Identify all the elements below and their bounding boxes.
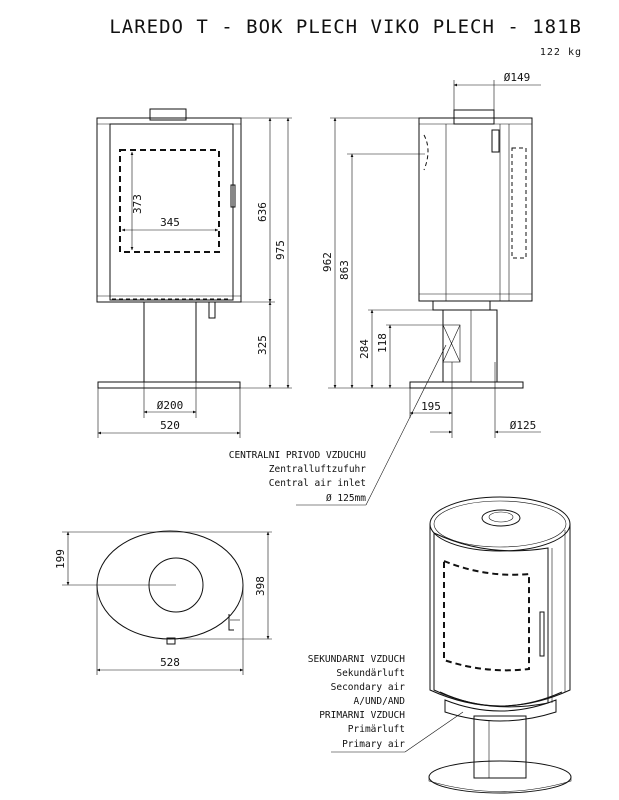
- side-flue-collar: [453, 109, 495, 125]
- stove-3d-window: [443, 559, 530, 672]
- air-label-6: Primärluft: [348, 724, 405, 735]
- front-glass-window: [119, 149, 220, 253]
- dim-air-inlet-small: 118: [376, 333, 389, 353]
- side-body: [418, 117, 533, 302]
- dim-air-inlet-offset: 195: [421, 400, 441, 413]
- perspective-view: [331, 496, 572, 794]
- central-air-label: CENTRALNI PRIVOD VZDUCHU Zentralluftzufu…: [229, 450, 367, 504]
- air-label-7: Primary air: [342, 739, 405, 750]
- stove-3d-base: [428, 760, 572, 794]
- front-ash-knob: [208, 301, 216, 319]
- stove-3d-pedestal: [473, 715, 527, 779]
- dim-top-depth-small: 199: [54, 549, 67, 569]
- front-view: 373 345 636 325 975 Ø200 520: [96, 108, 292, 438]
- stove-3d-door: [433, 532, 549, 708]
- stove-3d-top: [429, 496, 571, 552]
- front-flue-collar: [149, 108, 187, 121]
- central-air-en: Central air inlet: [269, 478, 366, 489]
- air-label-5: PRIMARNI VZDUCH: [319, 710, 405, 721]
- central-air-de: Zentralluftzufuhr: [269, 464, 367, 475]
- front-base-plate: [97, 381, 241, 389]
- dim-top-depth: 398: [254, 576, 267, 596]
- side-door-handle: [491, 129, 500, 153]
- air-label-2: Sekundärluft: [336, 668, 405, 679]
- side-pedestal: [442, 309, 498, 383]
- side-window: [511, 147, 527, 259]
- dim-flue-height: 962: [321, 252, 334, 272]
- side-view: Ø149 962 863 284 118 195: [296, 71, 541, 506]
- dim-base-width: 520: [160, 419, 180, 432]
- dim-flue-diameter: Ø149: [504, 71, 531, 84]
- central-air-cz: CENTRALNI PRIVOD VZDUCHU: [229, 450, 367, 461]
- dim-window-width: 345: [160, 216, 180, 229]
- dim-air-inlet-height: 284: [358, 339, 371, 359]
- air-label-1: SEKUNDARNI VZDUCH: [308, 654, 406, 665]
- air-label-3: Secondary air: [331, 682, 406, 693]
- dim-body-height: 636: [256, 202, 269, 222]
- front-pedestal: [143, 301, 197, 383]
- dim-pedestal-diameter: Ø200: [157, 399, 184, 412]
- side-bottom-plate: [432, 300, 491, 311]
- dim-window-height: 373: [131, 194, 144, 214]
- air-label: SEKUNDARNI VZDUCH Sekundärluft Secondary…: [308, 654, 406, 750]
- stove-3d-bottom-plate: [444, 699, 557, 722]
- side-base-plate: [409, 381, 524, 389]
- central-air-dia: Ø 125mm: [326, 493, 366, 504]
- dim-total-height: 975: [274, 240, 287, 260]
- dim-top-width: 528: [160, 656, 180, 669]
- air-label-4: A/UND/AND: [354, 696, 406, 707]
- dim-pedestal-height: 325: [256, 335, 269, 355]
- top-view: 199 398 528: [54, 530, 272, 675]
- top-ash-knob: [166, 637, 176, 645]
- stove-3d-flue: [481, 509, 521, 527]
- stove-3d-handle: [539, 611, 545, 657]
- front-body: [96, 117, 242, 303]
- dim-air-inlet-diameter: Ø125: [510, 419, 537, 432]
- drawing-title: LAREDO T - BOK PLECH VIKO PLECH - 181B: [109, 16, 582, 38]
- weight-label: 122 kg: [540, 47, 582, 58]
- dim-body-height-side: 863: [338, 260, 351, 280]
- front-door-handle: [230, 184, 236, 208]
